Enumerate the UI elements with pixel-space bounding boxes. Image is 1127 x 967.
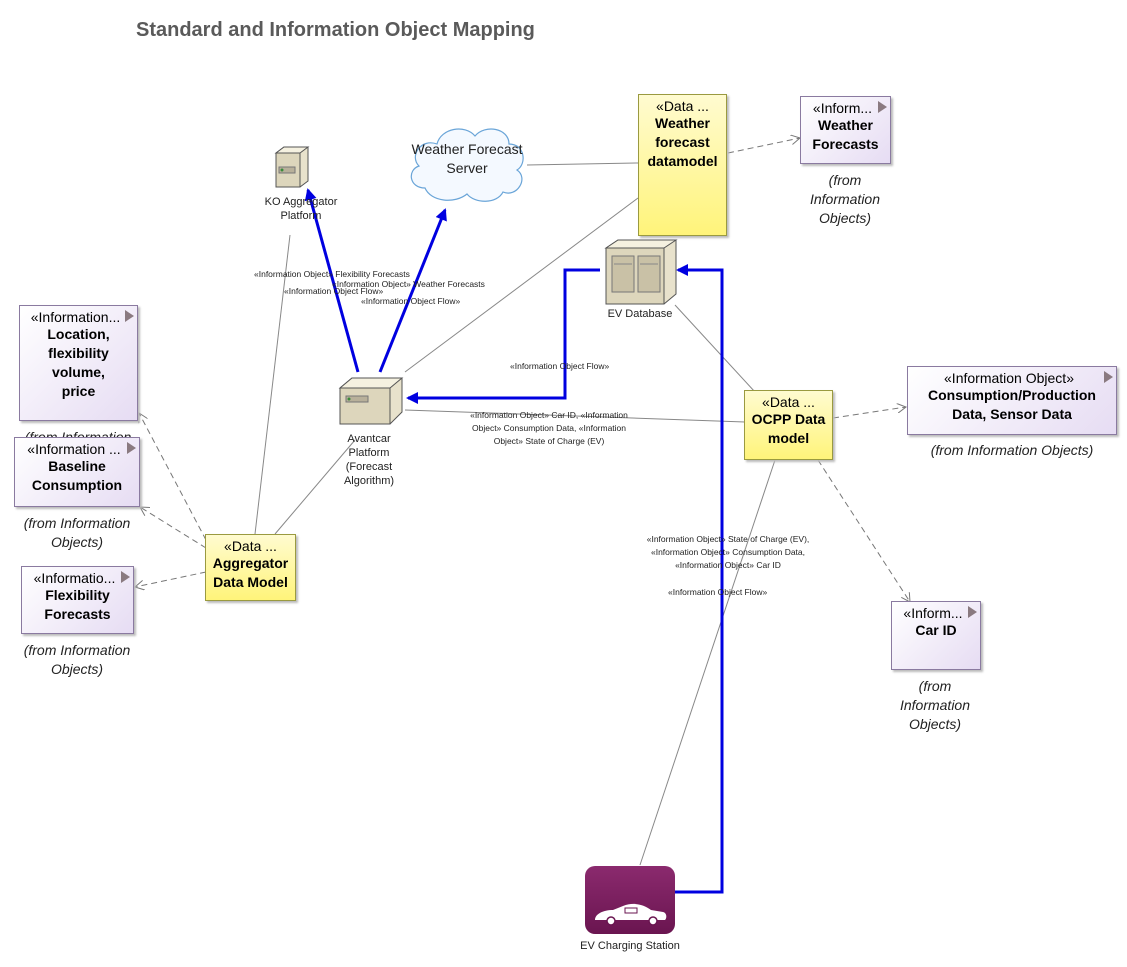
weather-forecasts-object[interactable]: «Inform... Weather Forecasts (800, 96, 891, 164)
object-marker-icon (121, 571, 130, 583)
edge-label-weather: «Information Object» Weather Forecasts (332, 279, 485, 289)
datamodel-name: Weather forecast datamodel (647, 115, 718, 169)
baseline-object[interactable]: «Information ... Baseline Consumption (14, 437, 140, 507)
edge-label-db-flow: «Information Object Flow» (510, 361, 610, 371)
avantcar-server-icon[interactable] (338, 376, 404, 426)
charging-station-tile[interactable] (585, 866, 675, 934)
line-avantcar-to-ocpp (404, 409, 746, 423)
line-evdb-to-ocpp (674, 304, 756, 393)
stereotype: «Information Object» (944, 370, 1074, 386)
dep-aggregator-to-location (139, 413, 207, 541)
car-id-from: (from Information Objects) (899, 678, 971, 732)
edge-label-weather-flow: «Information Object Flow» (361, 296, 461, 306)
avantcar-label: Avantcar Platform (Forecast Algorithm) (343, 433, 395, 487)
ocpp-datamodel-box[interactable]: «Data ... OCPP Data model (744, 390, 833, 460)
object-marker-icon (878, 101, 887, 113)
datamodel-name: Aggregator Data Model (212, 555, 289, 590)
object-marker-icon (125, 310, 134, 322)
consumption-data-from: (from Information Objects) (930, 442, 1094, 458)
object-name: Weather Forecasts (812, 117, 879, 152)
object-marker-icon (127, 442, 136, 454)
line-ocpp-to-station (639, 459, 776, 866)
dep-ocpp-to-consumption (832, 407, 906, 419)
ev-database-label: EV Database (607, 308, 673, 320)
object-name: Consumption/Production Data, Sensor Data (928, 387, 1096, 422)
dep-aggregator-to-baseline (140, 507, 207, 549)
weather-server-label: Weather Forecast Server (411, 141, 523, 176)
dep-weather-model-to-forecasts (727, 138, 800, 154)
object-name: Baseline Consumption (31, 458, 123, 493)
stereotype: «Data ... (656, 98, 709, 114)
edge-label-car-id: «Information Object» Car ID, «Informatio… (470, 410, 628, 446)
object-name: Car ID (915, 622, 957, 638)
dep-aggregator-to-flex (135, 571, 207, 587)
ko-platform-label: KO Aggregator Platform (264, 196, 338, 222)
weather-datamodel-box[interactable]: «Data ... Weather forecast datamodel (638, 94, 727, 236)
line-ko-to-aggregator-model (254, 234, 291, 535)
flow-avantcar-to-weather-server (378, 208, 447, 373)
flow-avantcar-to-ko (304, 188, 360, 373)
ko-server-icon[interactable] (274, 145, 310, 189)
aggregator-datamodel-box[interactable]: «Data ... Aggregator Data Model (205, 534, 296, 601)
dep-ocpp-to-carid (817, 459, 910, 602)
object-marker-icon (1104, 371, 1113, 383)
edge-label-flex-flow: «Information Object Flow» (284, 286, 384, 296)
datamodel-name: OCPP Data model (751, 411, 826, 446)
stereotype: «Inform... (903, 605, 963, 621)
flexibility-forecasts-from: (from Information Objects) (23, 642, 131, 677)
object-marker-icon (968, 606, 977, 618)
cloud-icon[interactable] (405, 122, 529, 206)
stereotype: «Informatio... (33, 570, 116, 586)
stereotype: «Data ... (224, 538, 277, 554)
stereotype: «Information ... (27, 441, 121, 457)
flow-evdb-to-avantcar (406, 268, 600, 404)
weather-forecasts-from: (from Information Objects) (809, 172, 881, 226)
edge-label-flex-forecasts: «Information Object» Flexibility Forecas… (254, 269, 410, 279)
edge-label-station: «Information Object» State of Charge (EV… (646, 534, 810, 570)
car-icon (595, 903, 667, 926)
line-avantcar-to-aggregator-model (274, 439, 356, 535)
charging-station-label: EV Charging Station (580, 940, 680, 952)
flexibility-forecasts-object[interactable]: «Informatio... Flexibility Forecasts (21, 566, 134, 634)
line-weather-server-to-datamodel (526, 162, 639, 166)
diagram-title: Standard and Information Object Mapping (136, 19, 535, 41)
baseline-from: (from Information Objects) (23, 515, 131, 550)
stereotype: «Information... (30, 309, 121, 325)
edge-label-station-flow: «Information Object Flow» (668, 587, 768, 597)
stereotype: «Data ... (762, 394, 815, 410)
stereotype: «Inform... (812, 100, 873, 116)
object-name: Location, flexibility volume, price (47, 326, 110, 399)
location-object[interactable]: «Information... Location, flexibility vo… (19, 305, 138, 421)
consumption-data-object[interactable]: «Information Object» Consumption/Product… (907, 366, 1117, 435)
object-name: Flexibility Forecasts (44, 587, 111, 622)
database-server-icon[interactable] (602, 238, 678, 306)
line-weather-datamodel-to-avantcar (404, 197, 639, 373)
flow-station-to-evdb (674, 264, 724, 894)
car-id-object[interactable]: «Inform... Car ID (891, 601, 981, 670)
